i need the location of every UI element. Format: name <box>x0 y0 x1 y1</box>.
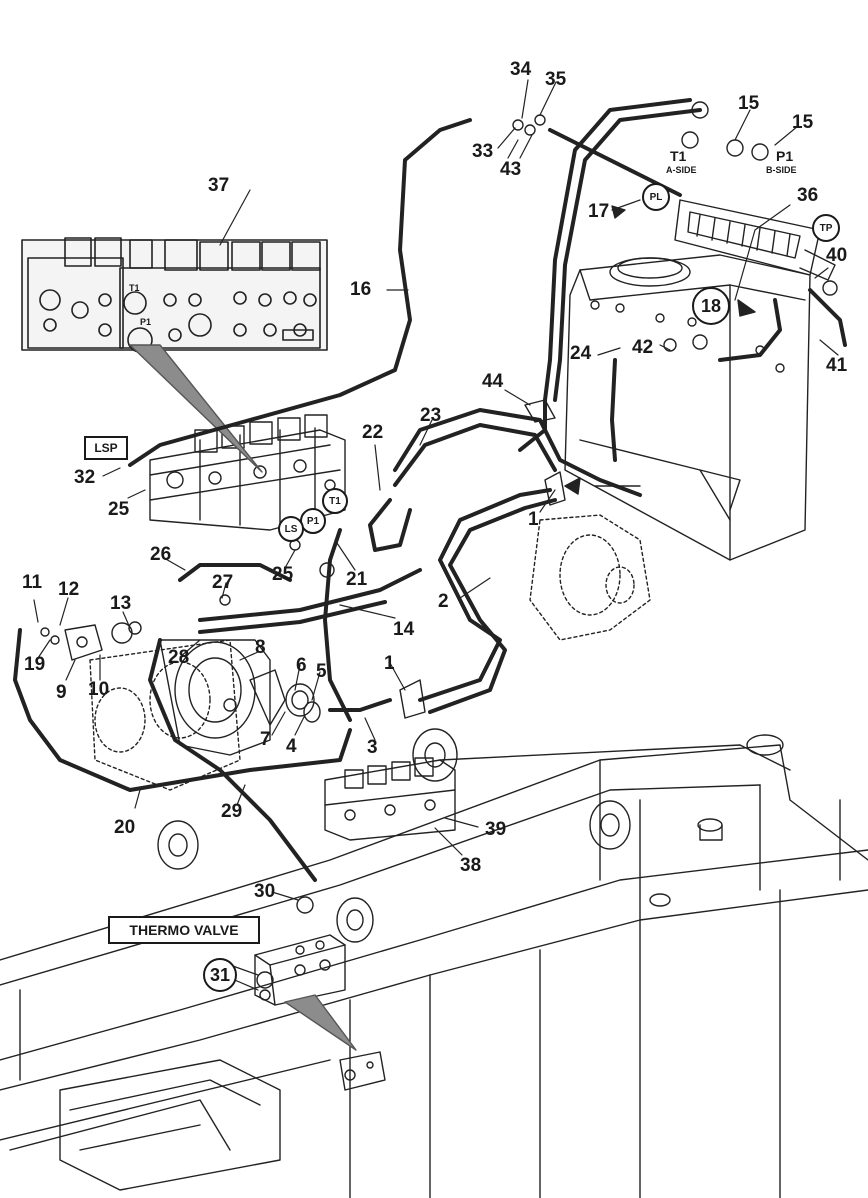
inset-port-p1-label: P1 <box>140 317 152 327</box>
port-pl-circle: PL <box>642 183 670 211</box>
inset-valve-37 <box>21 237 328 353</box>
callout-24: 24 <box>570 343 592 364</box>
callout-18-circled: 18 <box>692 287 730 325</box>
callout-23: 23 <box>420 405 442 426</box>
lsp-box: LSP <box>84 436 128 460</box>
callout-10: 10 <box>88 679 110 700</box>
oil-cooler <box>674 199 836 281</box>
control-valve-lower <box>324 757 456 841</box>
callout-29: 29 <box>221 801 243 822</box>
thermo-pointer <box>284 994 357 1051</box>
callout-4: 4 <box>286 736 297 757</box>
callout-25a: 25 <box>108 499 130 520</box>
callout-43: 43 <box>500 159 522 180</box>
arrows <box>564 205 756 495</box>
leader-lines <box>33 79 839 991</box>
callout-32: 32 <box>74 467 96 488</box>
callout-31-circled: 31 <box>203 958 237 992</box>
pump-assembly-left <box>89 639 241 791</box>
callout-5: 5 <box>316 661 327 682</box>
inset-pointer <box>129 344 263 473</box>
thermo-valve-box: THERMO VALVE <box>108 916 260 944</box>
port-b-side-label: B-SIDE <box>766 165 797 175</box>
callout-3: 3 <box>367 737 378 758</box>
callout-33: 33 <box>472 141 494 162</box>
callout-34: 34 <box>510 59 532 80</box>
callout-19: 19 <box>24 654 46 675</box>
callout-44: 44 <box>482 371 504 392</box>
machine-frame <box>0 728 868 1198</box>
callout-22: 22 <box>362 422 384 443</box>
callout-16: 16 <box>350 279 372 300</box>
callout-13: 13 <box>110 593 132 614</box>
fittings <box>40 101 838 914</box>
thermo-valve-small <box>339 1051 386 1091</box>
callout-37: 37 <box>208 175 230 196</box>
callout-15a: 15 <box>738 93 760 114</box>
callout-1a: 1 <box>528 509 539 530</box>
callout-7: 7 <box>260 729 271 750</box>
callout-2: 2 <box>438 591 449 612</box>
callout-14: 14 <box>393 619 415 640</box>
control-valve-middle <box>149 414 346 531</box>
callout-21: 21 <box>346 569 368 590</box>
callout-36: 36 <box>797 185 819 206</box>
callout-8: 8 <box>255 637 266 658</box>
port-p1-label: P1 <box>776 148 794 164</box>
callout-39: 39 <box>485 819 507 840</box>
pump-dashed <box>529 514 651 641</box>
callout-30: 30 <box>254 881 276 902</box>
hydraulic-tank <box>564 254 811 561</box>
port-t1-circle: T1 <box>322 488 348 514</box>
callout-28: 28 <box>168 647 190 668</box>
callout-38: 38 <box>460 855 482 876</box>
port-a-side-label: A-SIDE <box>666 165 697 175</box>
callout-41: 41 <box>826 355 848 376</box>
callout-1b: 1 <box>384 653 395 674</box>
callout-17: 17 <box>588 201 610 222</box>
hoses <box>13 98 847 882</box>
inset-port-t1-label: T1 <box>129 283 140 293</box>
callout-15b: 15 <box>792 112 814 133</box>
port-tp-circle: TP <box>812 214 840 242</box>
callout-42: 42 <box>632 337 654 358</box>
callout-26: 26 <box>150 544 172 565</box>
port-ls-circle: LS <box>278 516 304 542</box>
thermo-valve-block <box>254 934 346 1006</box>
callout-20: 20 <box>114 817 136 838</box>
callout-35: 35 <box>545 69 567 90</box>
callout-27: 27 <box>212 572 234 593</box>
callout-9: 9 <box>56 682 67 703</box>
callout-6: 6 <box>296 655 307 676</box>
callout-40: 40 <box>826 245 848 266</box>
port-t1-label: T1 <box>670 148 687 164</box>
callout-25b: 25 <box>272 564 294 585</box>
callout-12: 12 <box>58 579 80 600</box>
callout-11: 11 <box>22 572 43 593</box>
